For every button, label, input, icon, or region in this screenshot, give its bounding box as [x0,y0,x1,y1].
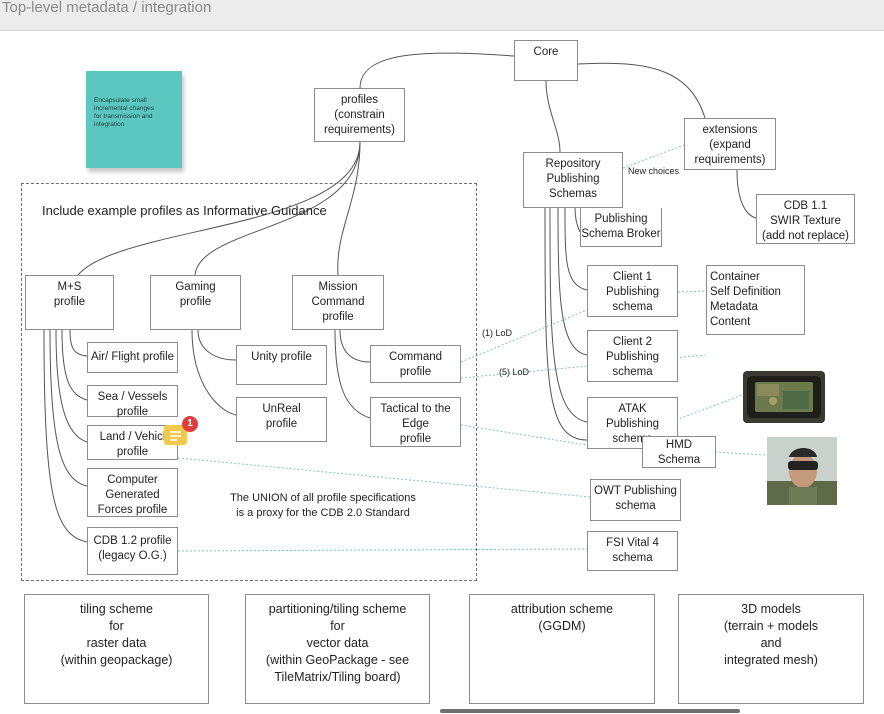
land-vehicle-profile-box[interactable]: Land / Vehicl profile [87,425,178,460]
partitioning-scheme-box[interactable]: partitioning/tiling scheme for vector da… [245,594,430,704]
comment-icon [170,431,181,441]
cdb12-profile-box[interactable]: CDB 1.2 profile (legacy O.G.) [87,527,178,575]
air-flight-profile-box[interactable]: Air/ Flight profile [87,342,178,373]
gaming-profile-box[interactable]: Gaming profile [150,275,241,330]
sea-vessels-profile-box[interactable]: Sea / Vessels profile [87,385,178,418]
attribution-scheme-box[interactable]: attribution scheme (GGDM) [469,594,655,704]
mission-command-profile-box[interactable]: Mission Command profile [292,275,384,330]
tactical-edge-profile-box[interactable]: Tactical to the Edge profile [370,397,461,447]
fsi-vital4-schema-box[interactable]: FSI Vital 4 schema [587,531,678,571]
lod5-label: (5) LoD [499,367,530,377]
3d-models-box[interactable]: 3D models (terrain + models and integrat… [678,594,864,704]
new-choices-label: New choices [628,166,680,176]
repository-schemas-box[interactable]: Repository Publishing Schemas [523,152,623,208]
hmd-schema-box[interactable]: HMD Schema [642,436,716,468]
client2-schema-box[interactable]: Client 2 Publishing schema [587,330,678,382]
frame-title: Include example profiles as Informative … [42,203,327,218]
lod1-label: (1) LoD [482,328,513,338]
core-box[interactable]: Core [514,40,578,81]
unreal-profile-box[interactable]: UnReal profile [236,397,327,442]
owt-schema-box[interactable]: OWT Publishing schema [590,479,681,521]
unity-profile-box[interactable]: Unity profile [236,345,327,385]
schema-broker-box[interactable]: Publishing Schema Broker [580,208,662,247]
client1-schema-box[interactable]: Client 1 Publishing schema [587,265,678,317]
comment-count-badge[interactable]: 1 [182,416,198,432]
cgf-profile-box[interactable]: Computer Generated Forces profile [87,468,178,517]
ms-profile-box[interactable]: M+S profile [25,275,114,330]
atak-device-image [743,371,825,423]
profile-group-frame[interactable] [21,183,477,581]
union-note: The UNION of all profile specifications … [230,492,416,519]
sticky-note[interactable]: Encapsulate small incremental changes fo… [86,71,182,168]
extensions-box[interactable]: extensions (expand requirements) [684,118,776,170]
hmd-soldier-image [767,437,837,505]
comment-marker[interactable] [164,425,187,445]
cdb11-box[interactable]: CDB 1.1 SWIR Texture (add not replace) [756,194,855,244]
horizontal-scrollbar[interactable] [440,709,740,713]
page-title: Top-level metadata / integration [2,0,212,16]
command-profile-box[interactable]: Command profile [370,345,461,383]
tiling-scheme-box[interactable]: tiling scheme for raster data (within ge… [24,594,209,704]
profiles-box[interactable]: profiles (constrain requirements) [314,88,405,142]
container-box[interactable]: Container Self Definition Metadata Conte… [706,265,805,335]
